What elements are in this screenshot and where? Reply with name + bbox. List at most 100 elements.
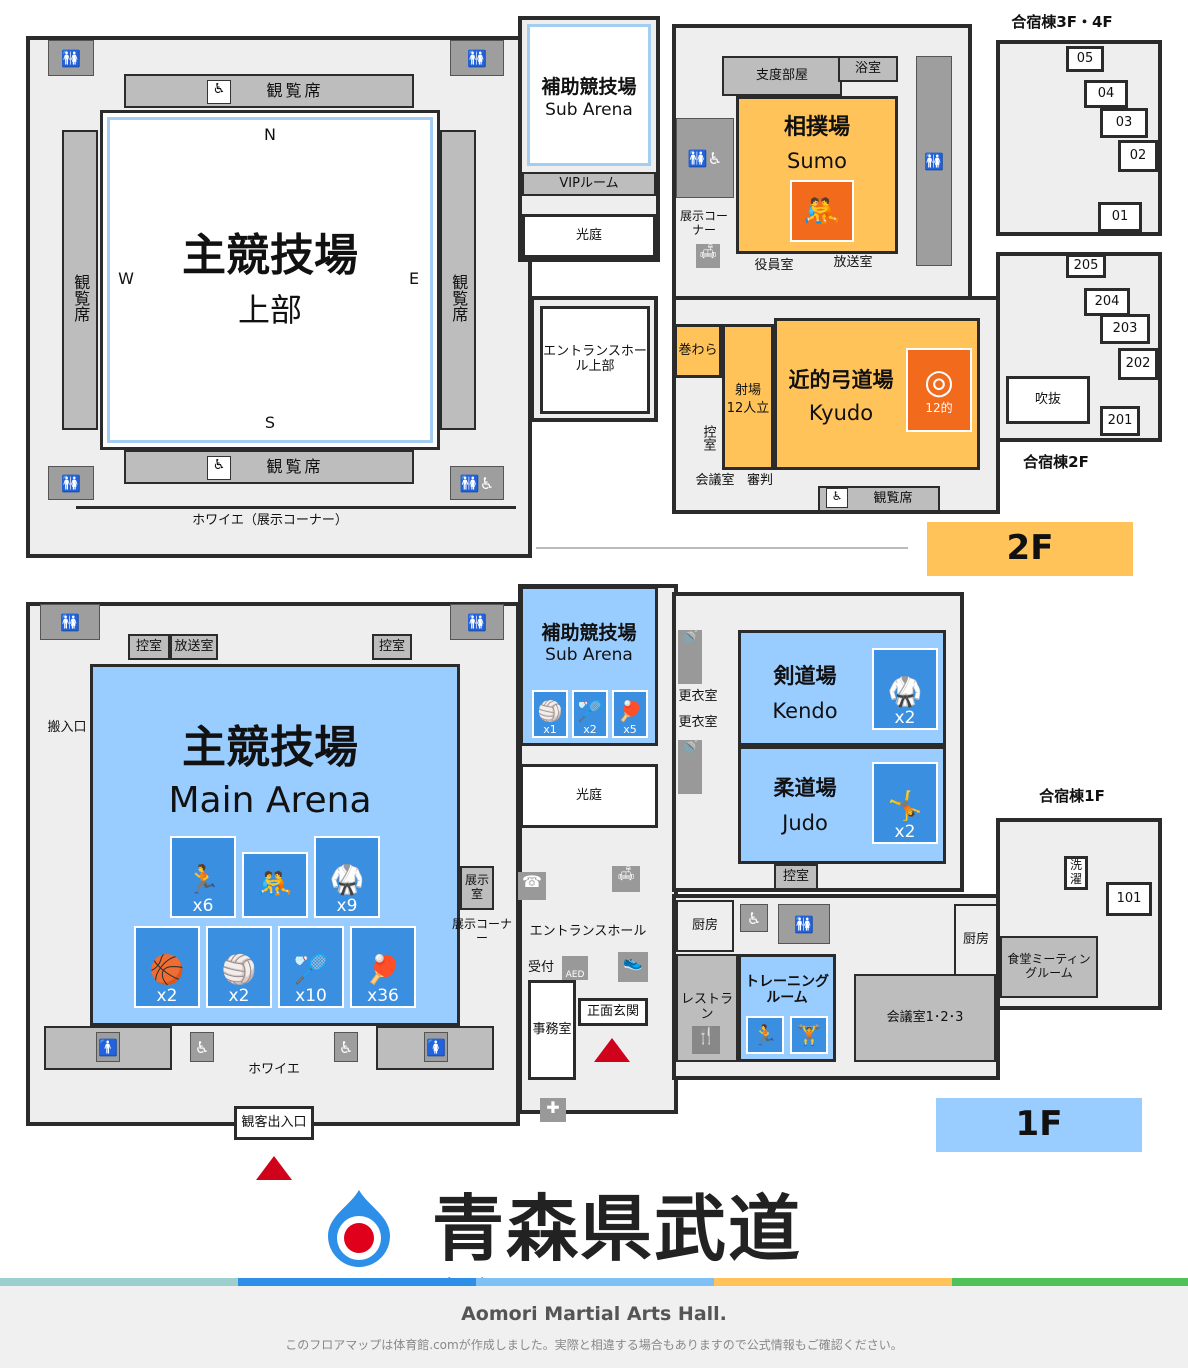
restroom-icon: 🚻 [778,904,830,944]
volleyball-icon: 🏐x1 [532,690,568,738]
badminton-icon: 🏸x2 [572,690,608,738]
1f-locker-room-2: 更衣室 [678,714,718,730]
lodging-room-204: 204 [1084,288,1130,316]
aed-icon: AED [562,956,588,980]
restroom-accessible-icon: 🚻♿ [450,466,504,500]
first-aid-icon: ✚ [540,1098,566,1122]
accessible-restroom-icon: ♿ [190,1032,214,1062]
2f-seating-east-label: 観覧席 [449,274,469,322]
2f-judges-room: 審判 [746,472,773,488]
1f-kendo-en: Kendo [772,698,838,723]
lodging-atrium: 吹抜 [1006,376,1090,424]
2f-entrance-hall-upper: エントランスホール上部 [540,306,650,414]
2f-exhibit-corner: 展示コーナー [679,209,728,237]
disclaimer-text: このフロアマップは体育館.comが作成しました。実際と相違する場合もありますので… [285,1338,903,1353]
compass-s: S [264,412,276,432]
judo-icon: 🤸x2 [872,762,938,844]
lodging-34-title: 合宿棟3F・4F [1011,13,1113,32]
badminton-person-icon: 🏃x6 [170,836,236,918]
floor-label-2f: 2F [927,522,1133,576]
2f-waiting-room: 控室 [700,425,716,451]
2f-seating-north-label: 観覧席 [266,80,324,100]
2f-divider-line [536,547,908,549]
restroom-icon: 🚻♿ [676,118,734,198]
lodging-room-04: 04 [1084,80,1128,108]
kendo-count: x2 [894,708,916,728]
count-table-tennis: x36 [367,986,399,1006]
shower-icon: 🚿 [678,740,702,794]
count-badminton-singles: x6 [192,896,214,916]
2f-shooting-range [722,324,774,470]
2f-range-capacity: 12人立 [726,400,770,416]
logo-icon [322,1186,396,1268]
count-sub-volleyball: x1 [543,723,557,736]
2f-foyer [76,506,516,536]
accessible-restroom-icon: ♿ [740,904,768,932]
1f-main-entrance: 正面玄関 [578,998,648,1026]
table-tennis-icon: 🏓x36 [350,926,416,1008]
color-stripe-1 [0,1278,238,1286]
1f-audience-entrance: 観客出入口 [234,1106,314,1140]
count-sub-badminton: x2 [583,723,597,736]
2f-makiwara: 巻わら [674,324,722,378]
1f-waiting-room-east: 控室 [372,634,412,660]
1f-office: 事務室 [528,980,576,1080]
restroom-icon: 🚻 [48,466,94,500]
judo-count: x2 [894,822,916,842]
1f-main-arena-en: Main Arena [168,780,372,822]
2f-broadcast-room: 放送室 [833,254,873,270]
basketball-icon: 🏀x2 [134,926,200,1008]
2f-kyudo-en: Kyudo [808,400,874,425]
2f-foyer-label: ホワイエ（展示コーナー） [192,512,348,528]
color-stripe-2 [238,1278,476,1286]
count-kendo: x9 [336,896,358,916]
lodging-room-202: 202 [1118,348,1158,380]
sumo-icon: 🤼 [242,852,308,918]
compass-e: E [408,268,420,288]
count-basketball: x2 [156,986,178,1006]
phone-icon: ☎ [518,872,546,900]
1f-foyer: ホワイエ [248,1061,300,1077]
lodging-room-205: 205 [1066,254,1106,278]
lodging-room-101: 101 [1106,882,1152,916]
compass-w: W [118,268,134,288]
restroom-icon: 🚹 [96,1032,120,1062]
slippers-icon: 👟 [618,952,648,982]
2f-bath: 浴室 [838,56,898,82]
2f-seating-north [124,74,414,108]
2f-sub-arena-en: Sub Arena [545,100,633,121]
dumbbell-icon: 🏋 [790,1016,828,1054]
1f-exhibit-room: 展示室 [460,866,494,910]
lodging-laundry: 洗濯 [1064,856,1088,890]
audience-entrance-arrow [256,1156,292,1180]
wheelchair-seat-icon: ♿ [207,80,231,104]
1f-sub-arena-title: 補助競技場 [541,622,637,645]
2f-seating-south-label: 観覧席 [266,456,324,476]
2f-meeting-room: 会議室 [695,472,735,488]
restroom-icon: 🚻 [48,40,94,76]
restaurant-icon: 🍴 [692,1026,720,1054]
1f-training-title: トレーニングルーム [745,973,829,1006]
rest-area-icon: 🛋 [696,244,720,268]
1f-waiting-room-dojo: 控室 [774,864,818,890]
sumo-icon: 🤼 [790,180,854,242]
1f-exhibit-corner: 展示コーナー [452,917,513,945]
2f-seating-east [440,130,476,430]
count-badminton: x10 [295,986,327,1006]
volleyball-icon: 🏐x2 [206,926,272,1008]
1f-loading-entrance: 搬入口 [47,719,87,735]
treadmill-icon: 🏃 [746,1016,784,1054]
1f-kendo-title: 剣道場 [773,663,837,688]
lodging-dining: 食堂ミーティングルーム [1000,936,1098,998]
2f-kyudo-seating-label: 観覧席 [873,490,913,506]
1f-broadcast-room: 放送室 [170,634,218,660]
2f-range-label: 射場 [734,382,761,398]
1f-waiting-room-west: 控室 [128,634,170,660]
accessible-restroom-icon: ♿ [334,1032,358,1062]
color-stripe-5 [952,1278,1188,1286]
target-icon: ◎12的 [906,348,972,432]
kendo-icon: 🥋x2 [872,648,938,730]
count-volleyball: x2 [228,986,250,1006]
site-title-en: Aomori Martial Arts Hall. [461,1303,727,1326]
color-stripe-4 [714,1278,952,1286]
